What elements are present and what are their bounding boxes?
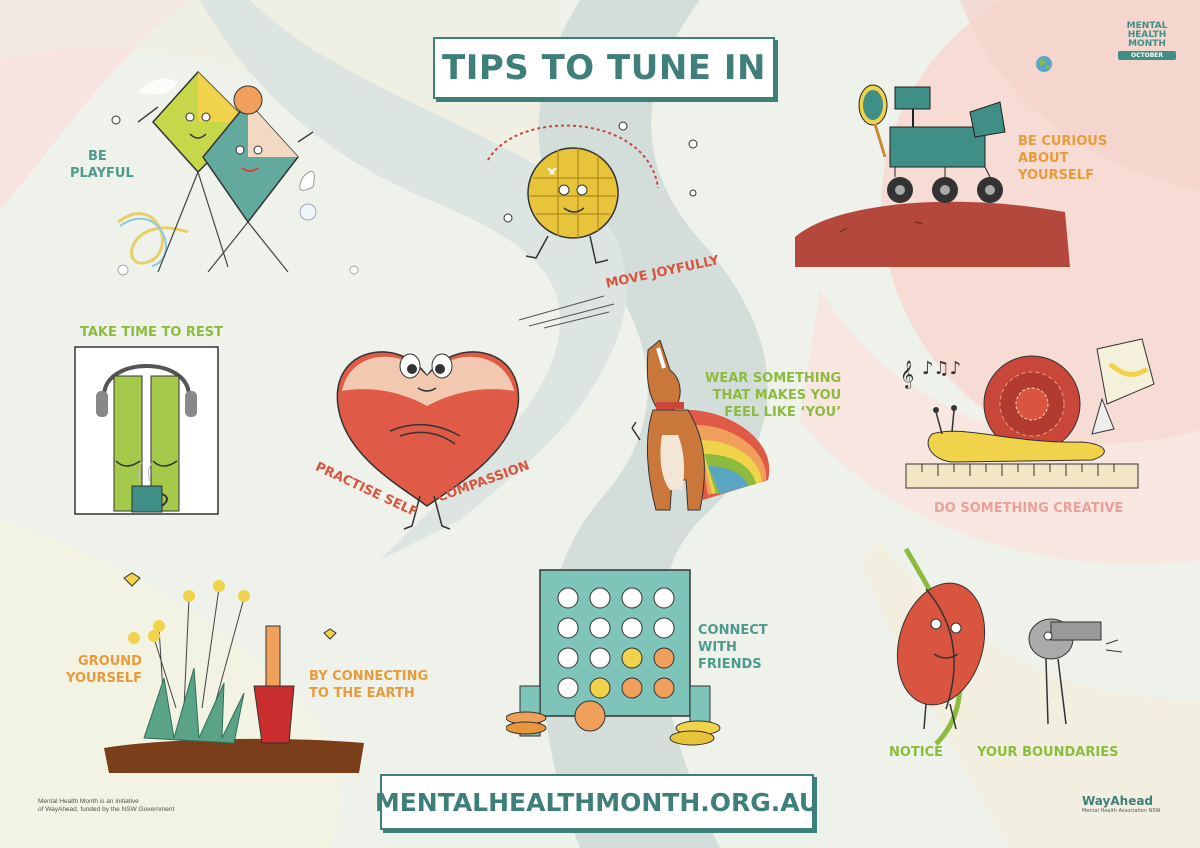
tip-by-connecting: BY CONNECTING TO THE EARTH [309, 669, 429, 701]
corgi-cape-icon [631, 340, 770, 511]
rover-icon [795, 84, 1070, 267]
wayahead-logo: WayAhead Mental Health Association NSW [1082, 794, 1161, 814]
kites-icon [111, 70, 359, 276]
globe-icon [1036, 56, 1052, 72]
heart-hug-icon [336, 351, 520, 530]
snail-paint-icon: 𝄞 ♪♫♪ [900, 338, 1155, 489]
tip-notice: NOTICE [889, 745, 944, 760]
tip-connect-with-friends: CONNECT WITH FRIENDS [698, 623, 768, 672]
plant-spade-icon [104, 572, 364, 773]
disco-ball-icon [487, 121, 698, 264]
motion-lines [518, 295, 615, 329]
mental-health-month-logo: MENTAL HEALTH MONTH OCTOBER [1118, 22, 1176, 60]
football-whistle-icon [896, 547, 1123, 746]
tip-your-boundaries: YOUR BOUNDARIES [977, 745, 1119, 760]
website-url[interactable]: MENTALHEALTHMONTH.ORG.AU [375, 774, 819, 830]
svg-text:♪♫♪: ♪♫♪ [922, 358, 961, 379]
tip-be-curious: BE CURIOUS ABOUT YOURSELF [1018, 134, 1108, 183]
svg-text:𝄞: 𝄞 [900, 360, 914, 389]
tip-ground-yourself: GROUND YOURSELF [66, 654, 142, 686]
tip-take-time-to-rest: TAKE TIME TO REST [80, 325, 224, 340]
tip-wear-something: WEAR SOMETHING THAT MAKES YOU FEEL LIKE … [705, 371, 842, 420]
tip-be-playful: BE PLAYFUL [70, 149, 134, 181]
connect-four-icon [506, 569, 721, 746]
headphones-rest-icon [74, 346, 219, 515]
tip-do-something-creative: DO SOMETHING CREATIVE [934, 501, 1124, 516]
footer-note: Mental Health Month is an initiative of … [38, 798, 175, 813]
page-title: TIPS TO TUNE IN [433, 37, 775, 99]
